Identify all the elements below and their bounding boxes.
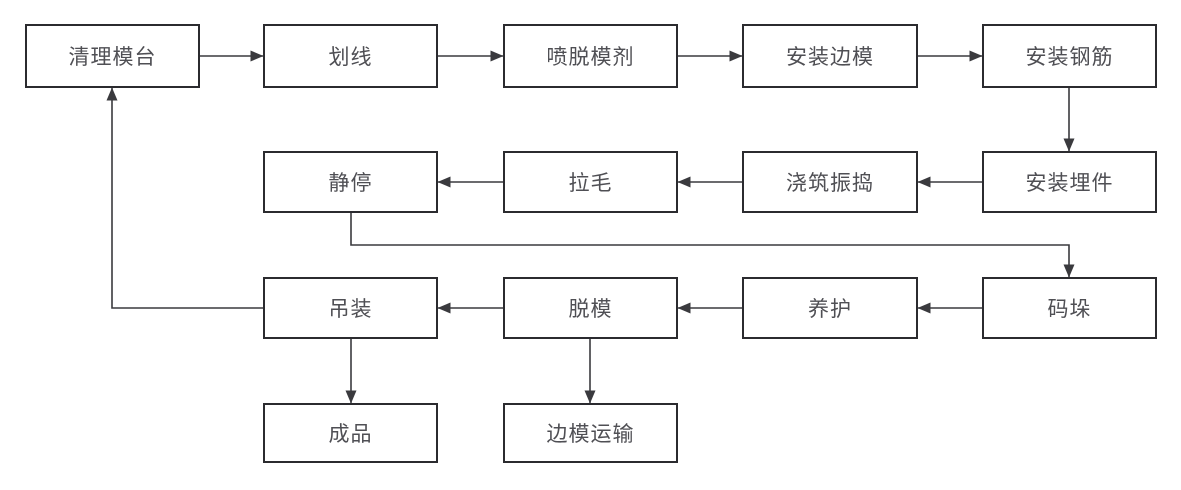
flow-node-label: 码垛: [1047, 298, 1092, 321]
flow-node-label: 成品: [328, 423, 373, 446]
flow-node-label: 安装边模: [786, 46, 874, 69]
flow-node-label: 清理模台: [68, 46, 157, 69]
flow-node-bianmo-yunshu: 边模运输: [503, 403, 678, 463]
flow-node-anzhuang-bianmo: 安装边模: [742, 24, 918, 88]
flow-node-anzhuang-gangjin: 安装钢筋: [982, 24, 1157, 88]
flow-node-tuomo: 脱模: [503, 277, 678, 339]
connector-diaozhuang-to-qingli-motai: [106, 87, 263, 309]
flow-node-label: 安装钢筋: [1025, 46, 1114, 69]
connector-jingting-to-maduo: [350, 213, 1075, 278]
flow-node-label: 喷脱模剂: [546, 46, 635, 69]
flow-node-label: 拉毛: [568, 172, 613, 195]
flow-node-label: 静停: [328, 172, 373, 195]
flow-node-qingli-motai: 清理模台: [25, 24, 200, 88]
flow-node-huaxian: 划线: [263, 24, 438, 88]
flow-node-chengpin: 成品: [263, 403, 438, 463]
flow-node-label: 养护: [808, 298, 852, 321]
flow-node-jingting: 静停: [263, 151, 438, 213]
flow-node-yanghu: 养护: [742, 277, 918, 339]
flow-node-label: 吊装: [328, 298, 373, 321]
flow-node-label: 安装埋件: [1025, 172, 1114, 195]
flow-node-label: 浇筑振捣: [786, 172, 874, 195]
flow-node-lamao: 拉毛: [503, 151, 678, 213]
flow-node-label: 边模运输: [546, 423, 635, 446]
flow-node-jiaozhu-zhendao: 浇筑振捣: [742, 151, 918, 213]
flow-node-anzhuang-maijian: 安装埋件: [982, 151, 1157, 213]
flow-node-maduo: 码垛: [982, 277, 1157, 339]
flow-node-label: 脱模: [568, 298, 613, 321]
flow-node-pen-tuomoji: 喷脱模剂: [503, 24, 678, 88]
flow-node-diaozhuang: 吊装: [263, 277, 438, 339]
flow-node-label: 划线: [328, 46, 373, 69]
